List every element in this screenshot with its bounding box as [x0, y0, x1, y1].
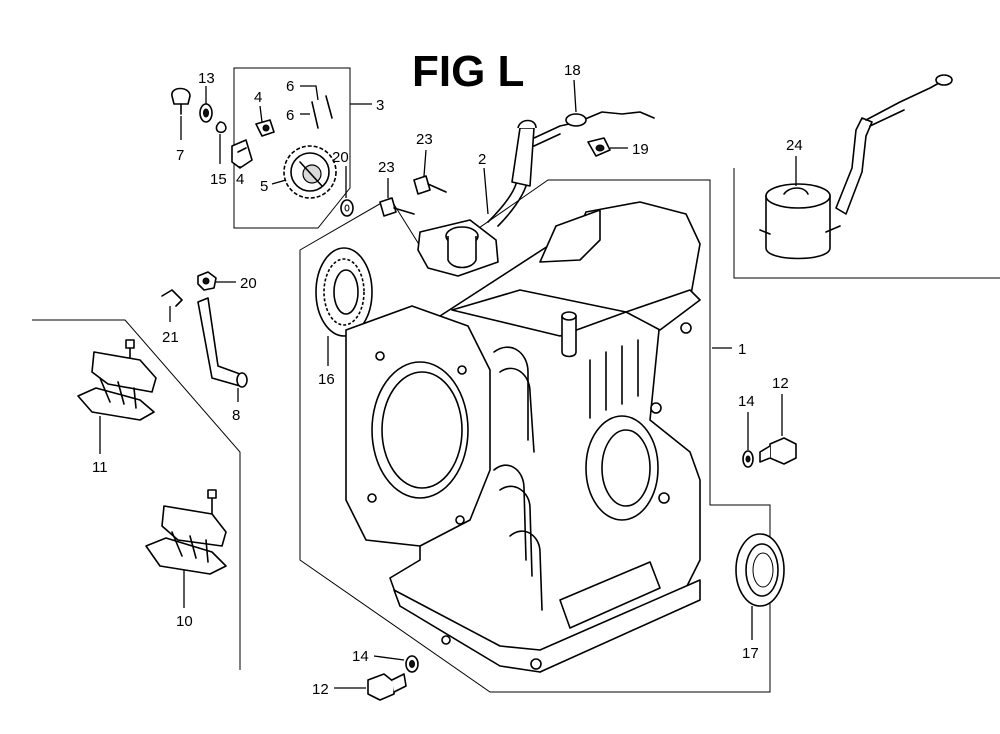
- part-16-bearing: [315, 247, 373, 337]
- leader-lines: [99, 79, 797, 689]
- part-11-engine-mount: [77, 339, 157, 421]
- callout-labels: 13 7 15 4 4 5 6 6 3 20 18 23 23 2 19 24 …: [92, 62, 803, 698]
- cylinder-block-group-frame: [299, 179, 771, 693]
- part-14-washer-lower: [405, 655, 419, 673]
- callout-20-upper: 20: [332, 149, 349, 166]
- part-2-housing: [417, 111, 655, 277]
- part-23-bolt-a: [413, 175, 447, 195]
- part-12-drain-bolt-lower: [367, 673, 407, 701]
- part-7-bolt: [171, 87, 191, 115]
- part-14-washer-right: [742, 450, 754, 468]
- part-18-grommet: [565, 113, 587, 127]
- callout-24: 24: [786, 137, 803, 154]
- part-19-grommet: [587, 137, 611, 157]
- part-20-washer-upper: [340, 199, 354, 217]
- figure-title: FIG L: [412, 47, 524, 96]
- oil-pump-group-frame: [233, 67, 351, 229]
- part-8-tube: [197, 297, 248, 388]
- callout-4-upper: 4: [254, 89, 262, 106]
- part-5-gear: [283, 145, 337, 199]
- part-20-nut-lower: [197, 271, 217, 291]
- callout-5: 5: [260, 178, 268, 195]
- part-4-pin-upper: [255, 119, 275, 137]
- part-1-cylinder-block: [345, 201, 701, 673]
- part-10-engine-mount: [145, 489, 227, 575]
- part-17-oil-seal: [735, 533, 785, 607]
- part-4-cap: [231, 139, 253, 169]
- callout-1: 1: [738, 341, 746, 358]
- part-15-clip: [215, 121, 227, 134]
- part-12-drain-bolt-right: [759, 437, 797, 465]
- oil-sensor-group-frame: [733, 168, 1000, 279]
- callout-4-lower: 4: [236, 171, 244, 188]
- callout-15: 15: [210, 171, 227, 188]
- part-23-bolt-b: [379, 197, 415, 217]
- callout-6-upper: 6: [286, 78, 294, 95]
- callout-2: 2: [478, 151, 486, 168]
- callout-14-right: 14: [738, 393, 755, 410]
- part-6-pins: [311, 95, 333, 129]
- callout-12-right: 12: [772, 375, 789, 392]
- callout-21: 21: [162, 329, 179, 346]
- callout-23-b: 23: [378, 159, 395, 176]
- callout-16: 16: [318, 371, 335, 388]
- callout-13: 13: [198, 70, 215, 87]
- callout-12-lower: 12: [312, 681, 329, 698]
- engine-mount-group-frame: [32, 319, 241, 670]
- callout-8: 8: [232, 407, 240, 424]
- callout-10: 10: [176, 613, 193, 630]
- callout-23-a: 23: [416, 131, 433, 148]
- callout-20-lower: 20: [240, 275, 257, 292]
- callout-18: 18: [564, 62, 581, 79]
- callout-11: 11: [92, 459, 108, 476]
- callout-7: 7: [176, 147, 184, 164]
- part-21-clip: [161, 289, 183, 307]
- part-13-washer: [199, 103, 213, 123]
- callout-17: 17: [742, 645, 759, 662]
- callout-6-lower: 6: [286, 107, 294, 124]
- part-24-oil-sensor: [759, 74, 953, 260]
- callout-19: 19: [632, 141, 649, 158]
- callout-3: 3: [376, 97, 384, 114]
- callout-14-lower: 14: [352, 648, 369, 665]
